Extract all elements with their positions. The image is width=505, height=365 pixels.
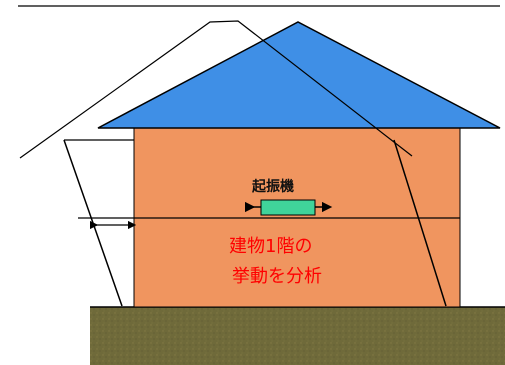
analysis-label-line2: 挙動を分析 <box>232 266 322 287</box>
shaker-label: 起振機 <box>251 178 294 195</box>
ground <box>90 307 505 365</box>
deformed-roof <box>19 20 413 159</box>
analysis-label-line1: 建物1階の <box>229 236 312 257</box>
shaker-device <box>260 199 316 216</box>
deformed-right-wall <box>393 139 447 307</box>
roof <box>97 21 501 129</box>
deformed-left-wall <box>63 139 123 307</box>
